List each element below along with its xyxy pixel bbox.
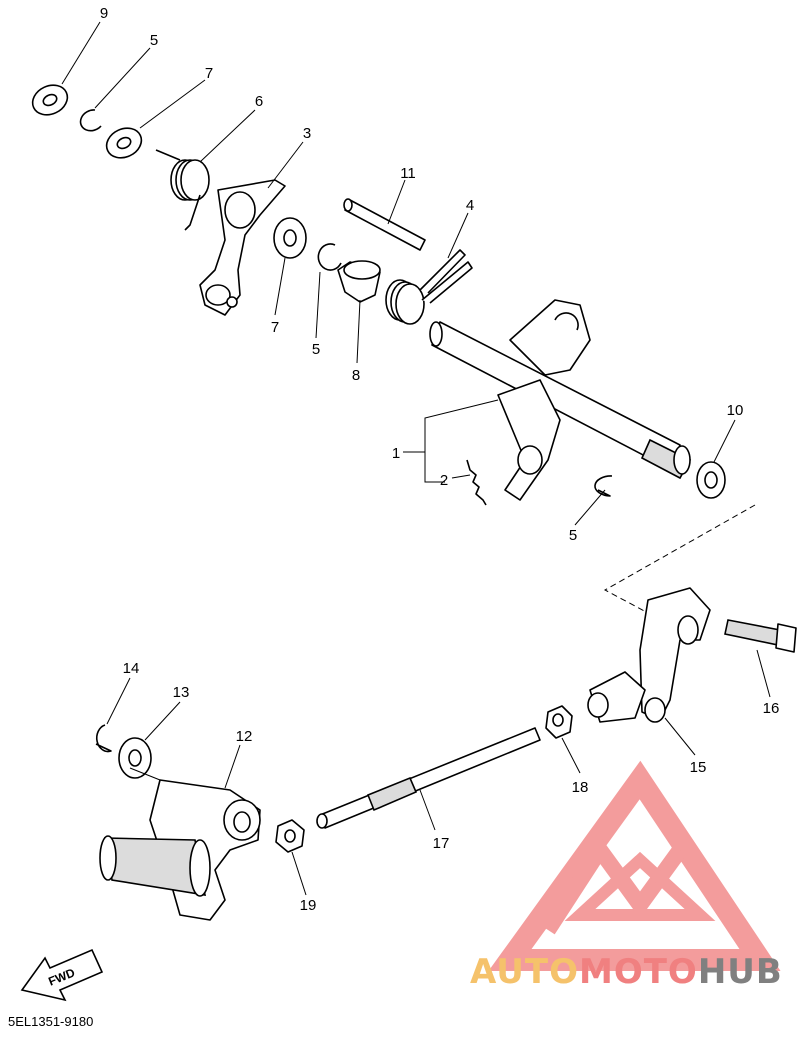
callout-7-top: 7 — [205, 65, 213, 82]
callout-3: 3 — [303, 125, 311, 142]
callout-4: 4 — [466, 197, 474, 214]
collar-8 — [337, 260, 381, 303]
pedal-rubber — [99, 835, 211, 897]
logo-word-auto: AUTO — [470, 952, 579, 992]
circlip-14 — [95, 724, 112, 753]
spring-2 — [466, 459, 487, 506]
callout-19: 19 — [300, 897, 317, 914]
fwd-arrow-icon: FWD — [20, 948, 104, 1002]
callout-18: 18 — [572, 779, 589, 796]
washer-10 — [696, 461, 726, 499]
torsion-spring-4 — [385, 249, 473, 325]
callout-6: 6 — [255, 93, 263, 110]
washer-7-upper — [105, 127, 143, 159]
washer-7-lower — [273, 217, 307, 259]
washer-13 — [118, 737, 152, 779]
callout-13: 13 — [173, 684, 190, 701]
callout-14: 14 — [123, 660, 140, 677]
callout-labels: 9 5 7 6 3 11 4 7 5 8 10 1 2 5 16 14 13 1… — [100, 5, 780, 914]
automotohub-logo-text: AUTOMOTOHUB — [470, 952, 783, 992]
callout-8: 8 — [352, 367, 360, 384]
shift-pedal-12 — [99, 779, 261, 921]
leader-lines — [61, 21, 771, 896]
shift-rod-17 — [316, 727, 541, 829]
callout-2: 2 — [440, 472, 448, 489]
logo-word-hub: HUB — [697, 952, 783, 992]
callout-15: 15 — [690, 759, 707, 776]
callout-17: 17 — [433, 835, 450, 852]
logo-word-moto: MOTO — [578, 952, 698, 992]
bolt-16 — [724, 619, 797, 653]
callout-10: 10 — [727, 402, 744, 419]
callout-9: 9 — [100, 5, 108, 22]
washer-9 — [31, 84, 69, 116]
shift-shaft-1 — [429, 299, 692, 501]
shift-arm-15 — [587, 587, 711, 723]
callout-5-top: 5 — [150, 32, 158, 49]
callout-12: 12 — [236, 728, 253, 745]
callout-1: 1 — [392, 445, 400, 462]
callout-16: 16 — [763, 700, 780, 717]
callout-7-lower: 7 — [271, 319, 279, 336]
shift-lever-3 — [199, 179, 286, 316]
torsion-spring-6 — [155, 149, 210, 231]
circlip-5-lower — [594, 475, 613, 497]
circlip-5-middle — [317, 243, 342, 271]
callout-5-lower: 5 — [569, 527, 577, 544]
automotohub-logo-mark — [488, 760, 781, 971]
callout-5-middle: 5 — [312, 341, 320, 358]
circlip-5-upper — [79, 109, 102, 132]
nut-19 — [275, 819, 305, 853]
callout-11: 11 — [400, 165, 416, 182]
nut-18 — [545, 705, 573, 739]
assembly-link-line — [603, 504, 756, 615]
part-code: 5EL1351-9180 — [8, 1014, 94, 1029]
pin-11 — [343, 198, 426, 251]
